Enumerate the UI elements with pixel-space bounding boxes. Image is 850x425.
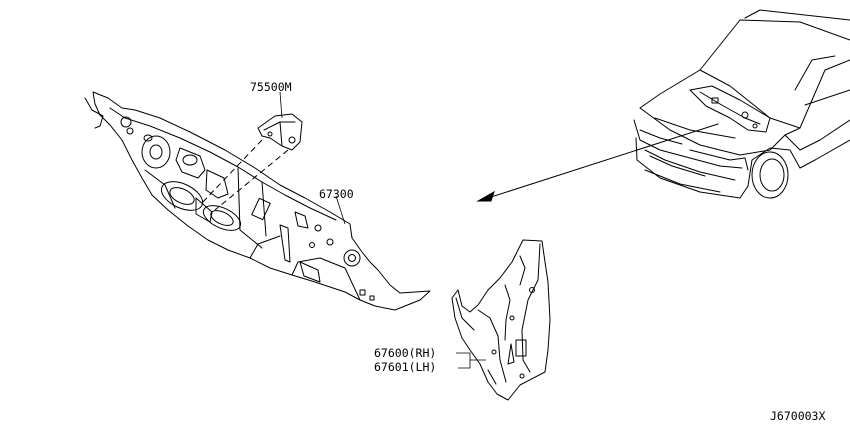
- leader-75500M: [279, 91, 283, 119]
- leader-67600-67601: [456, 352, 486, 369]
- part-number-67601-lh: 67601(LH): [374, 360, 436, 374]
- part-number-67300: 67300: [319, 187, 354, 201]
- bracket-part[interactable]: [257, 113, 303, 151]
- vehicle-reference: [633, 9, 850, 199]
- dash-side-panel-part[interactable]: [451, 239, 551, 401]
- bracket-mounting-lines: [199, 139, 289, 211]
- dash-panel-part[interactable]: [84, 91, 431, 311]
- figure-code: J670003X: [770, 409, 825, 423]
- location-arrow: [476, 123, 719, 202]
- part-number-75500M: 75500M: [250, 80, 292, 94]
- part-number-67600-rh: 67600(RH): [374, 346, 436, 360]
- leader-67300: [335, 195, 346, 225]
